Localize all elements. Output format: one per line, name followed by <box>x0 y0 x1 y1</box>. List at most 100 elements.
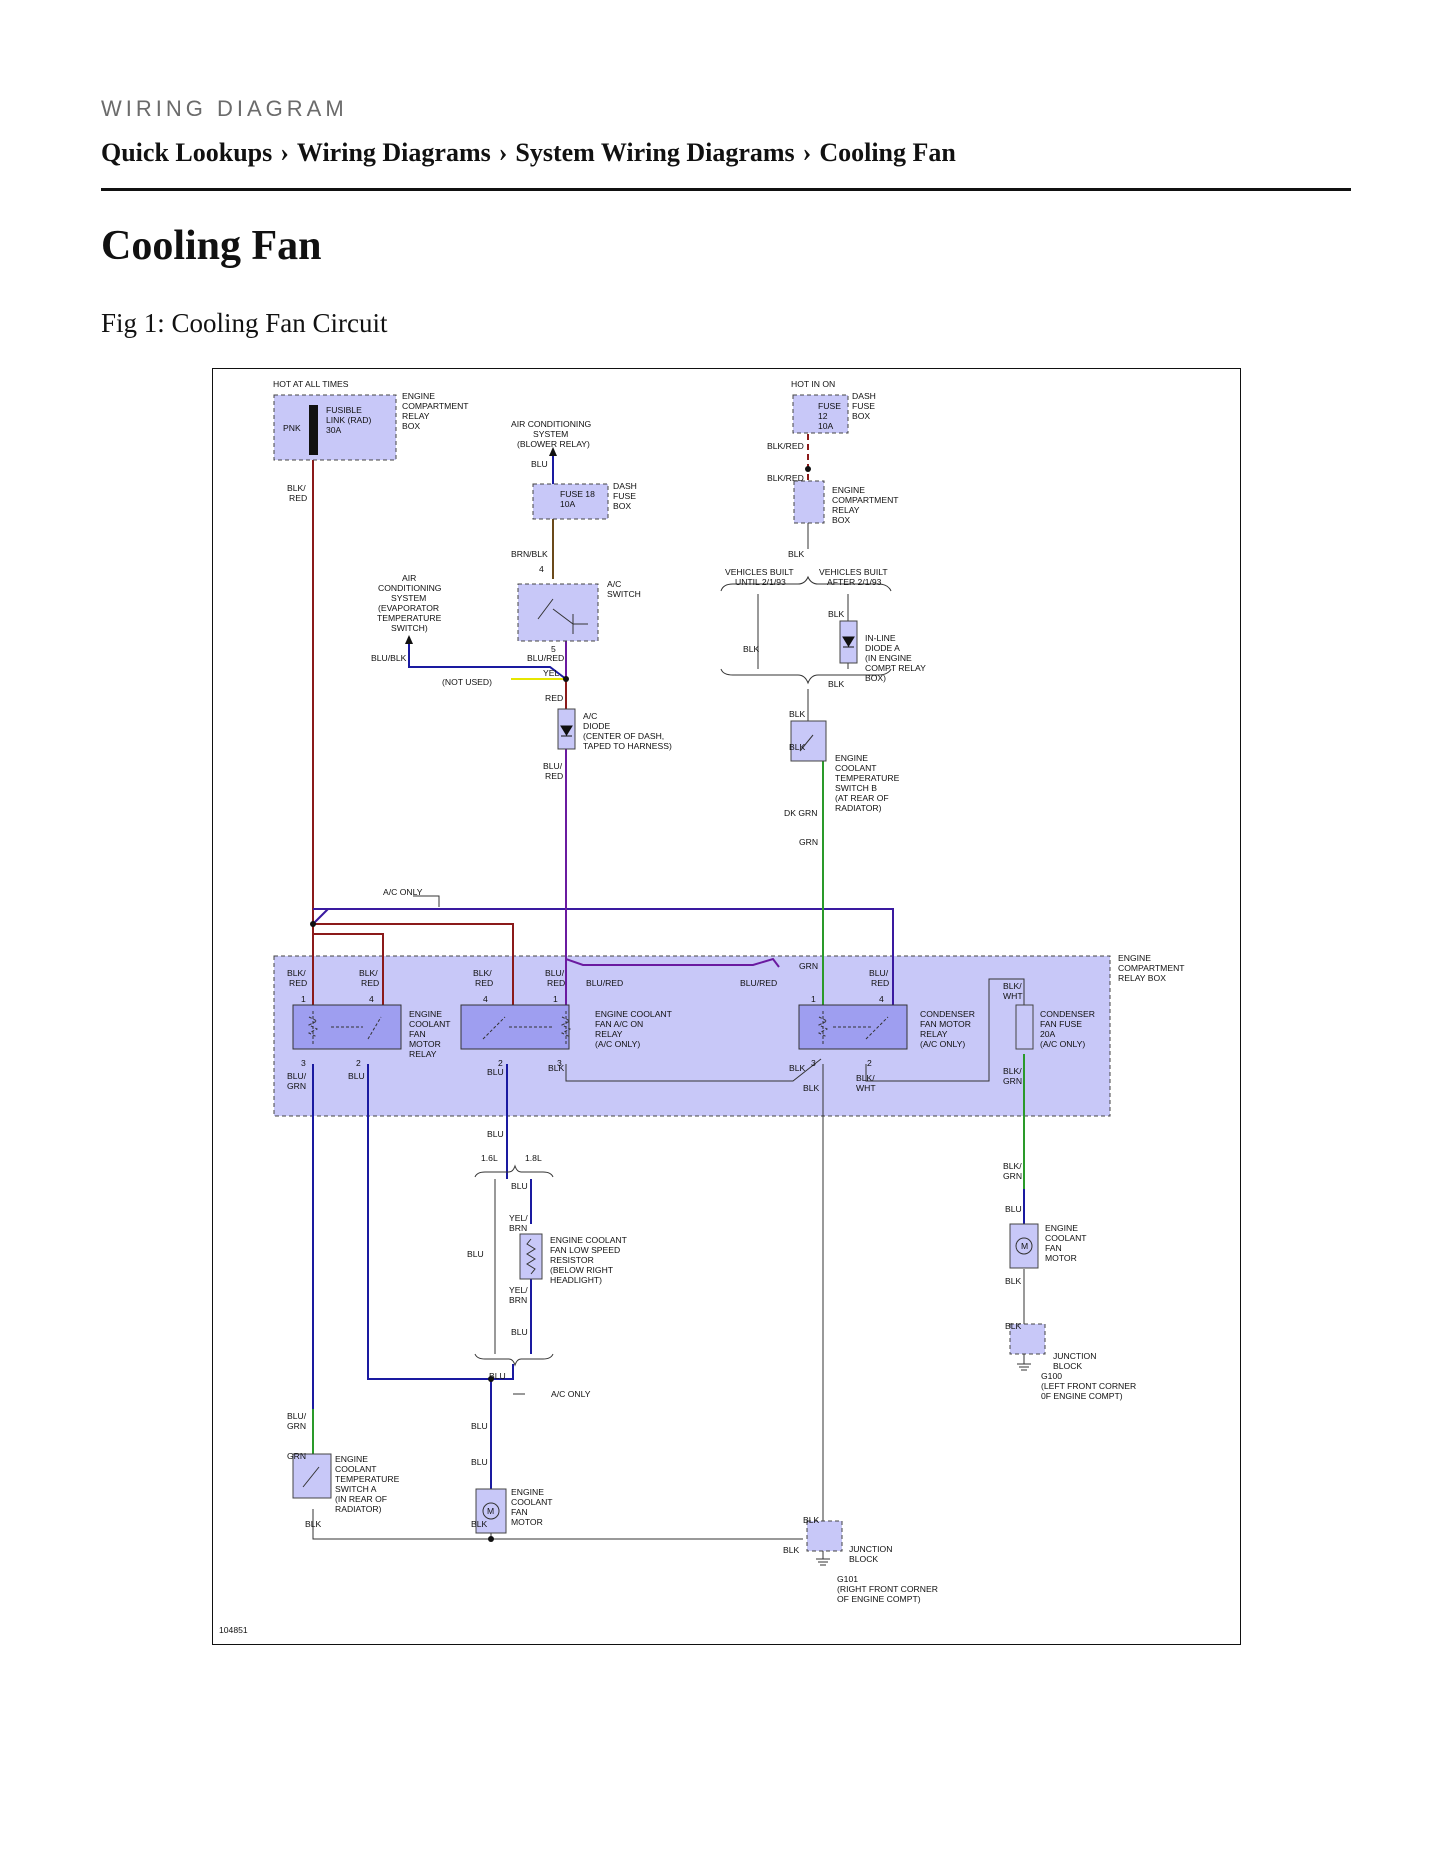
ac-diode-l3: (CENTER OF DASH, <box>583 731 664 741</box>
r2-blu-red-1a: BLU/ <box>545 968 565 978</box>
ac-only-label: A/C ONLY <box>383 887 423 897</box>
wire-label-brn-blk: BRN/BLK <box>511 549 548 559</box>
fuse12-box-l3: BOX <box>852 411 870 421</box>
wire-label-blu-red-d1: BLU/ <box>543 761 563 771</box>
g101-l2: (RIGHT FRONT CORNER <box>837 1584 938 1594</box>
ecrb-mid-l3: RELAY <box>832 505 860 515</box>
ac-switch-l2: SWITCH <box>607 589 641 599</box>
ac-only-bottom-label: A/C ONLY <box>551 1389 591 1399</box>
wire-blk-r2 <box>565 1058 822 1082</box>
motor-right-symbol: M <box>1021 1241 1028 1251</box>
ac-diode-symbol <box>560 725 573 737</box>
wire-label-blk-r3a: BLK <box>789 1063 806 1073</box>
inline-diode-l4: COMPT RELAY <box>865 663 926 673</box>
resistor-l4: (BELOW RIGHT <box>550 1265 614 1275</box>
breadcrumb-wiring-diagrams[interactable]: Wiring Diagrams <box>296 138 491 167</box>
relay3-l3: RELAY <box>920 1029 948 1039</box>
wire-label-blu-red-sw: BLU/RED <box>527 653 564 663</box>
ac-evap-l4: (EVAPORATOR <box>378 603 439 613</box>
fmr-l1: ENGINE <box>1045 1223 1078 1233</box>
ecrb-mid-l1: ENGINE <box>832 485 865 495</box>
figure-id-number: 104851 <box>219 1625 248 1635</box>
pin-4-ac: 4 <box>539 564 544 574</box>
fusible-link-l2: LINK (RAD) <box>326 415 371 425</box>
ac-diode-l4: TAPED TO HARNESS) <box>583 741 672 751</box>
vehicles-after-l2: AFTER 2/1/93 <box>827 577 882 587</box>
g100-l1: G100 <box>1041 1371 1062 1381</box>
wire-label-grn: GRN <box>799 837 818 847</box>
wire-blk-ground-bus <box>312 1509 803 1540</box>
fmb-l3: FAN <box>511 1507 528 1517</box>
fuse12-box-l2: FUSE <box>852 401 875 411</box>
jbb-l2: BLOCK <box>849 1554 878 1564</box>
g101-l3: OF ENGINE COMPT) <box>837 1594 921 1604</box>
ground-g101-symbol <box>816 1551 830 1566</box>
blk-grn-fuse-a: BLK/ <box>1003 1066 1022 1076</box>
wire-blu-red-link <box>565 957 780 968</box>
wire-label-blk-red-a2: RED <box>289 493 307 503</box>
tsb-l1: ENGINE <box>835 753 868 763</box>
blk-wht-top-a: BLK/ <box>1003 981 1022 991</box>
fuse-18-box <box>532 483 609 520</box>
ac-evap-l2: CONDITIONING <box>378 583 442 593</box>
wire-blu-blk <box>408 637 567 680</box>
ac-switch-symbol <box>537 598 588 634</box>
g100-l3: 0F ENGINE COMPT) <box>1041 1391 1123 1401</box>
relay-box-l1: ENGINE <box>1118 953 1151 963</box>
blk-grn-fuse-b: GRN <box>1003 1076 1022 1086</box>
ecrb-mid-l4: BOX <box>832 515 850 525</box>
ac-evap-l3: SYSTEM <box>391 593 426 603</box>
wire-label-yel: YEL <box>543 668 559 678</box>
wire-label-dk-grn: DK GRN <box>784 808 817 818</box>
fusible-link-box <box>273 394 397 461</box>
wire-label-blu-18: BLU <box>511 1181 528 1191</box>
cond-fuse-l4: (A/C ONLY) <box>1040 1039 1085 1049</box>
breadcrumb-system-wiring-diagrams[interactable]: System Wiring Diagrams <box>515 138 795 167</box>
blu-grn-r1-b: GRN <box>287 1081 306 1091</box>
ac-blower-l1: AIR CONDITIONING <box>511 419 592 429</box>
r3-blu-red-b: RED <box>871 978 889 988</box>
wire-label-blk-mid: BLK <box>788 549 805 559</box>
yel-brn-top-a: YEL/ <box>509 1213 528 1223</box>
yel-brn-bot-b: BRN <box>509 1295 527 1305</box>
ac-diode-l1: A/C <box>583 711 597 721</box>
wire-label-blu-fm-top: BLU <box>471 1421 488 1431</box>
wire-label-blk-jb-top: BLK <box>803 1515 820 1525</box>
relay-box-l3: RELAY BOX <box>1118 973 1166 983</box>
wire-blk-wht <box>865 978 1025 1082</box>
fusible-link-l1: FUSIBLE <box>326 405 362 415</box>
label-hot-at-all-times: HOT AT ALL TIMES <box>273 379 349 389</box>
relay1-l5: RELAY <box>409 1049 437 1059</box>
tsb-l6: RADIATOR) <box>835 803 882 813</box>
motor-right-circle <box>1015 1237 1033 1255</box>
wire-label-red: RED <box>545 693 563 703</box>
tsa-l5: (IN REAR OF <box>335 1494 387 1504</box>
fl-box-l2: COMPARTMENT <box>402 401 469 411</box>
pin-1b: 1 <box>553 994 558 1004</box>
wire-label-blk-red-f12: BLK/RED <box>767 441 804 451</box>
wire-label-blk-motor-r: BLK <box>1005 1276 1022 1286</box>
relay-box-area <box>273 955 1111 1117</box>
r2-blu-red-1b: RED <box>547 978 565 988</box>
relay2-l2: FAN A/C ON <box>595 1019 643 1029</box>
tsb-l4: SWITCH B <box>835 783 877 793</box>
vehicles-top-brace <box>720 575 892 592</box>
r2-blk-red-4b: RED <box>475 978 493 988</box>
relay1-l2: COOLANT <box>409 1019 451 1029</box>
wire-label-blu-fm-mid: BLU <box>471 1457 488 1467</box>
tsa-l6: RADIATOR) <box>335 1504 382 1514</box>
wire-blu-r1 <box>367 1064 491 1380</box>
fuse18-box-l2: FUSE <box>613 491 636 501</box>
pin-2c: 2 <box>867 1058 872 1068</box>
junction-block-bottom <box>806 1520 843 1552</box>
tsb-l3: TEMPERATURE <box>835 773 900 783</box>
wire-ac-only-bus <box>313 908 894 1015</box>
wire-label-blk-r2: BLK <box>548 1063 565 1073</box>
breadcrumb-quick-lookups[interactable]: Quick Lookups <box>101 138 273 167</box>
ac-diode-l2: DIODE <box>583 721 610 731</box>
inline-diode-l5: BOX) <box>865 673 886 683</box>
relay2-l4: (A/C ONLY) <box>595 1039 640 1049</box>
vehicles-after-l1: VEHICLES BUILT <box>819 567 888 577</box>
g100-l2: (LEFT FRONT CORNER <box>1041 1381 1136 1391</box>
breadcrumb: Quick Lookups›Wiring Diagrams›System Wir… <box>101 138 956 168</box>
